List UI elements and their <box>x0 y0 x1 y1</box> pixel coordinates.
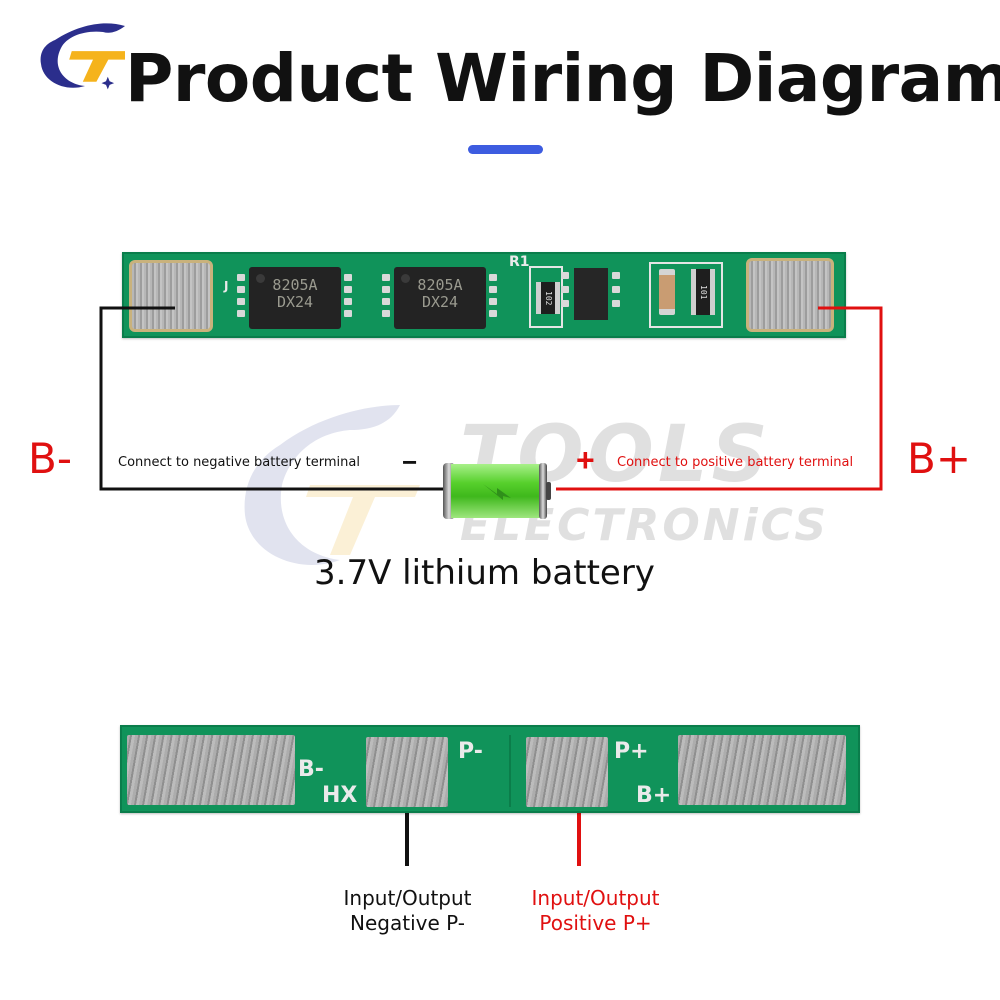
logo-icon <box>40 23 134 90</box>
silkscreen-outline-1 <box>529 266 563 328</box>
silkscreen-outline-2 <box>649 262 723 328</box>
negative-wire <box>99 306 445 491</box>
silk-mark: J <box>224 279 229 293</box>
brand-logo <box>25 12 134 92</box>
chip2-label-line2: DX24 <box>421 293 459 311</box>
b-minus-battery-pad <box>127 735 295 805</box>
p-plus-output-pad <box>526 737 608 807</box>
bottom-pcb-board: B- HX P- P+ B+ <box>120 725 860 813</box>
title-underline <box>468 145 543 154</box>
b-plus-battery-pad <box>678 735 846 805</box>
positive-caption-line1: Input/Output <box>531 886 660 910</box>
battery-label: 3.7V lithium battery <box>314 553 655 593</box>
ic-control-chip <box>574 268 608 320</box>
page-title: Product Wiring Diagram <box>125 40 1000 117</box>
negative-caption-line2: Negative P- <box>350 911 465 935</box>
top-pcb-board: J 8205A DX24 8205A DX24 R1 102 101 <box>122 252 846 338</box>
chip2-label-line1: 8205A <box>417 276 463 294</box>
mosfet-chip-2: 8205A DX24 <box>394 267 486 329</box>
b-plus-solder-pad <box>746 258 834 332</box>
b-minus-solder-pad <box>129 260 213 332</box>
ic-pins-right <box>612 272 620 307</box>
chip2-pins-right <box>489 274 497 317</box>
negative-output-caption: Input/Output Negative P- <box>320 886 495 936</box>
positive-caption-line2: Positive P+ <box>539 911 652 935</box>
watermark-logo <box>220 385 440 585</box>
silk-r1: R1 <box>509 254 530 270</box>
battery-icon <box>441 460 553 522</box>
plus-sign: + <box>576 442 595 478</box>
capacitor <box>659 269 675 315</box>
minus-sign: − <box>402 447 418 477</box>
silk-hx: HX <box>322 783 358 808</box>
chip1-label-line1: 8205A <box>272 276 318 294</box>
positive-wire <box>556 306 883 491</box>
positive-output-caption: Input/Output Positive P+ <box>508 886 683 936</box>
negative-caption-line1: Input/Output <box>343 886 472 910</box>
positive-instruction: Connect to positive battery terminal <box>617 455 854 470</box>
silk-b-plus: B+ <box>636 783 672 808</box>
chip2-pins-left <box>382 274 390 317</box>
ic-pins-left <box>561 272 569 307</box>
b-minus-label: B- <box>28 434 72 483</box>
negative-instruction: Connect to negative battery terminal <box>118 455 360 470</box>
resistor-102: 102 <box>536 282 560 314</box>
watermark-swoosh-icon <box>244 405 420 565</box>
board-divider <box>509 735 511 807</box>
chip1-pins-left <box>237 274 245 317</box>
chip1-label-line2: DX24 <box>276 293 314 311</box>
chip1-pins-right <box>344 274 352 317</box>
silk-p-plus: P+ <box>614 739 649 764</box>
silk-b-minus: B- <box>298 757 324 782</box>
silk-p-minus: P- <box>458 739 483 764</box>
mosfet-chip-1: 8205A DX24 <box>249 267 341 329</box>
resistor-101: 101 <box>691 269 715 315</box>
b-plus-label: B+ <box>907 434 972 483</box>
p-minus-output-pad <box>366 737 448 807</box>
